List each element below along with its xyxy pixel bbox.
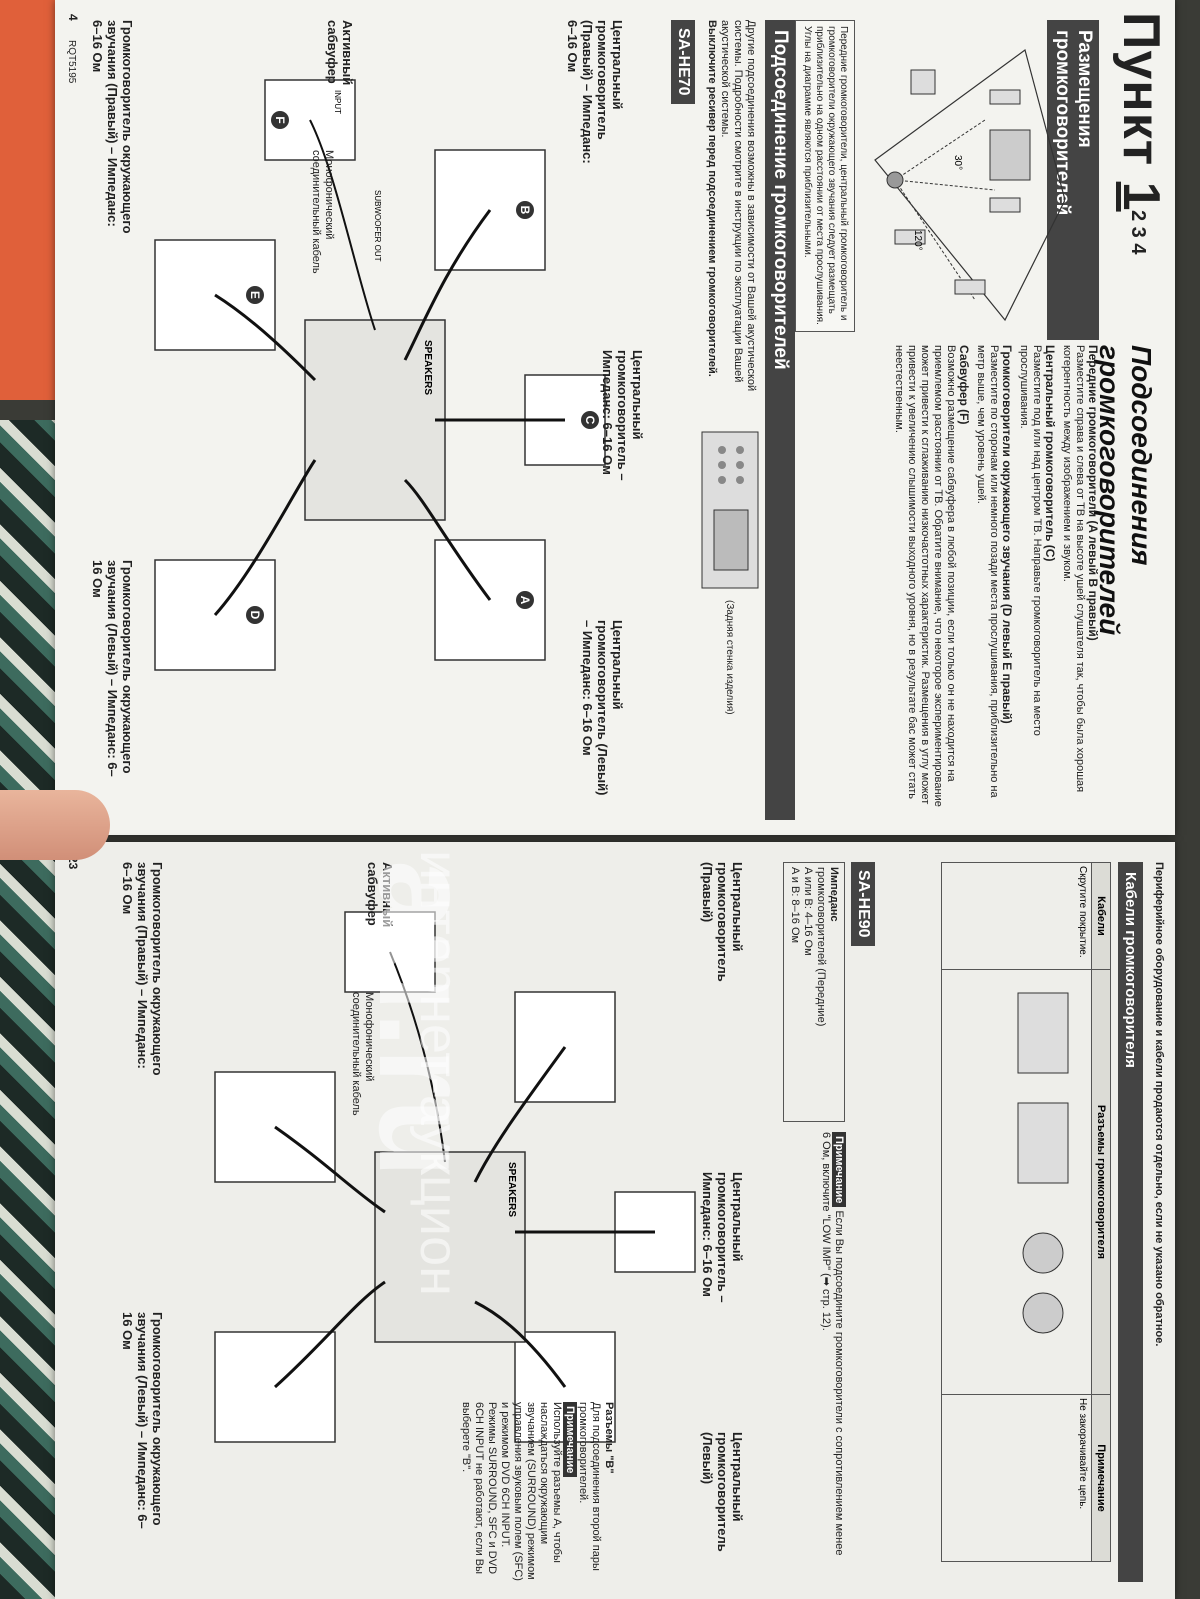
label-center-he90: Центральный громкоговоритель – Импеданс:… (700, 1172, 745, 1303)
wiring-diagram-he70: B A C E D F SPEAKERS SUBWOOFER OUT INPUT (154, 79, 606, 671)
speaker-surround-left (894, 229, 926, 245)
impedance-box: Импеданс громкоговорителей (Передние) A … (783, 862, 845, 1122)
table-cell-note: Не закорачивайте цепь. (941, 1394, 1092, 1562)
letter-b: B (518, 206, 532, 215)
cable-table: Кабели Разъемы громкоговорителя Примечан… (941, 862, 1111, 1562)
note-tag-2: Примечание (563, 1402, 577, 1478)
letter-e: E (248, 291, 262, 299)
speaker-surround-right (954, 279, 986, 295)
connection-intro: Другие подсоединения возможны в зависимо… (705, 20, 757, 400)
note-text-2: Используйте разъемы A, чтобы наслаждатьс… (460, 1402, 563, 1581)
table-cell-cables: Скрутите покрытие. (941, 862, 1092, 970)
floor-outline (874, 48, 1065, 322)
front-speakers-text: Разместите справа и слева от ТВ на высот… (1061, 345, 1086, 793)
page-number-left: 4 (66, 14, 80, 21)
label-active-sub: Активный сабвуфер (325, 20, 355, 86)
letter-a: A (518, 596, 532, 605)
table-cell-jacks (941, 969, 1092, 1395)
speakers-terminal-label-he90: SPEAKERS (506, 1162, 517, 1217)
speakers-terminal-label: SPEAKERS (422, 340, 433, 395)
label-surround-right: Громкоговоритель окружающего звучания (П… (90, 20, 135, 234)
section-band-cables: Кабели громкоговорителя (1118, 862, 1143, 1582)
impedance-line-3: A и B: 8–16 Ом (789, 867, 801, 944)
angle-30-label: 30° (952, 155, 963, 170)
label-surround-right-he90: Громкоговоритель окружающего звучания (П… (120, 862, 165, 1076)
letter-c: C (583, 416, 597, 425)
step-list: 2 3 4 (1127, 210, 1149, 255)
impedance-heading: Импеданс (828, 867, 840, 922)
low-imp-note: Примечание Если Вы подсоедините громкого… (819, 1132, 846, 1562)
section-band-connection: Подсоединение громкоговорителей (765, 20, 795, 820)
step-number: 1 (1112, 181, 1170, 212)
label-mono-cable: Монофонический соединительный кабель (310, 150, 335, 274)
front-speakers-heading: Передние громкоговорители (A левый B пра… (1086, 345, 1100, 641)
label-center-left-he90: Центральный громкоговоритель (Левый) (700, 1432, 745, 1552)
b-jacks-title: Разъемы "B" (603, 1402, 615, 1474)
subwoofer-text: Возможно размещение сабвуфера в любой по… (893, 345, 957, 807)
manual-page-bottom: Периферийное оборудование и кабели прода… (55, 842, 1175, 1599)
receiver-rear-panel (701, 431, 759, 589)
table-text-no-short: Не закорачивайте цепь. (1077, 1398, 1088, 1510)
speaker-front-left (989, 89, 1021, 105)
label-surround-left-he90: Громкоговоритель окружающего звучания (Л… (120, 1312, 165, 1529)
label-center-right: Центральный громкоговоритель (Правый) – … (565, 20, 625, 164)
letter-f: F (273, 116, 287, 123)
speaker-front-right (989, 197, 1021, 213)
b-jacks-note: Разъемы "B" Для подсоединения второй пар… (459, 1402, 615, 1582)
label-center-right-he90: Центральный громкоговоритель (Правый) (700, 862, 745, 982)
impedance-line-1: громкоговорителей (Передние) (815, 867, 827, 1027)
subwoofer-box (910, 69, 936, 95)
center-speaker-heading: Центральный громкоговоритель (C) (1043, 345, 1057, 562)
surround-speakers-text: Разместите по сторонам или немного позад… (975, 345, 1000, 798)
label-center: Центральный громкоговоритель – Импеданс:… (600, 350, 645, 481)
background-brochure (0, 0, 60, 400)
step-title: Пункт 1 (1111, 12, 1171, 212)
placement-note-box: Передние громкоговорители, центральный г… (795, 20, 855, 332)
watermark-subtitle: интернет-аукцион (409, 850, 469, 1296)
wiring-diagram-he90: SPEAKERS (214, 911, 696, 1443)
subwoofer-heading: Сабвуфер (F) (957, 345, 971, 425)
placement-diagram: 30° 120° (874, 48, 1065, 322)
surround-speakers-heading: Громкоговорители окружающего звучания (D… (1000, 345, 1014, 724)
tv-set (989, 129, 1031, 181)
label-surround-left: Громкоговоритель окружающего звучания (Л… (90, 560, 135, 777)
label-center-left: Центральный громкоговоритель (Левый) – И… (580, 620, 625, 796)
impedance-line-2: A или B: 4–16 Ом (802, 867, 814, 956)
jack-illustrations (1017, 992, 1069, 1334)
rear-panel-caption: (Задняя стенка изделия) (724, 600, 735, 715)
listener (886, 171, 904, 189)
page-code: RQT5195 (66, 40, 77, 84)
connection-warning: Выключите ресивер перед подсоединением г… (706, 20, 718, 377)
table-header-cables: Кабели (1091, 862, 1111, 970)
note-tag: Примечание (832, 1132, 846, 1208)
angle-120-label: 120° (912, 230, 923, 251)
sub-input-label: INPUT (333, 90, 342, 114)
table-header-jacks: Разъемы громкоговорителя (1091, 969, 1111, 1395)
subwoofer-out-label: SUBWOOFER OUT (373, 190, 382, 262)
table-header-note: Примечание (1091, 1394, 1111, 1562)
placement-instructions: Передние громкоговорители (A левый B пра… (892, 345, 1103, 815)
letter-d: D (248, 611, 262, 620)
model-label-he90: SA-HE90 (851, 862, 875, 946)
finger (0, 790, 110, 860)
manual-page-top: Пункт 1 2 3 4 Подсоединения громкоговори… (55, 0, 1175, 835)
page-bottom-content: Периферийное оборудование и кабели прода… (55, 842, 1175, 1599)
b-jacks-text: Для подсоединения второй пары громкогово… (577, 1402, 602, 1571)
step-word: Пункт (1112, 12, 1170, 167)
center-speaker-text: Разместите под или над центром ТВ. Напра… (1018, 345, 1043, 736)
connection-text: Другие подсоединения возможны в зависимо… (719, 20, 757, 392)
peripheral-note: Периферийное оборудование и кабели прода… (1153, 862, 1165, 1347)
page-top-content: Пункт 1 2 3 4 Подсоединения громкоговори… (55, 0, 1175, 835)
table-text-twist: Скрутите покрытие. (1077, 866, 1088, 958)
